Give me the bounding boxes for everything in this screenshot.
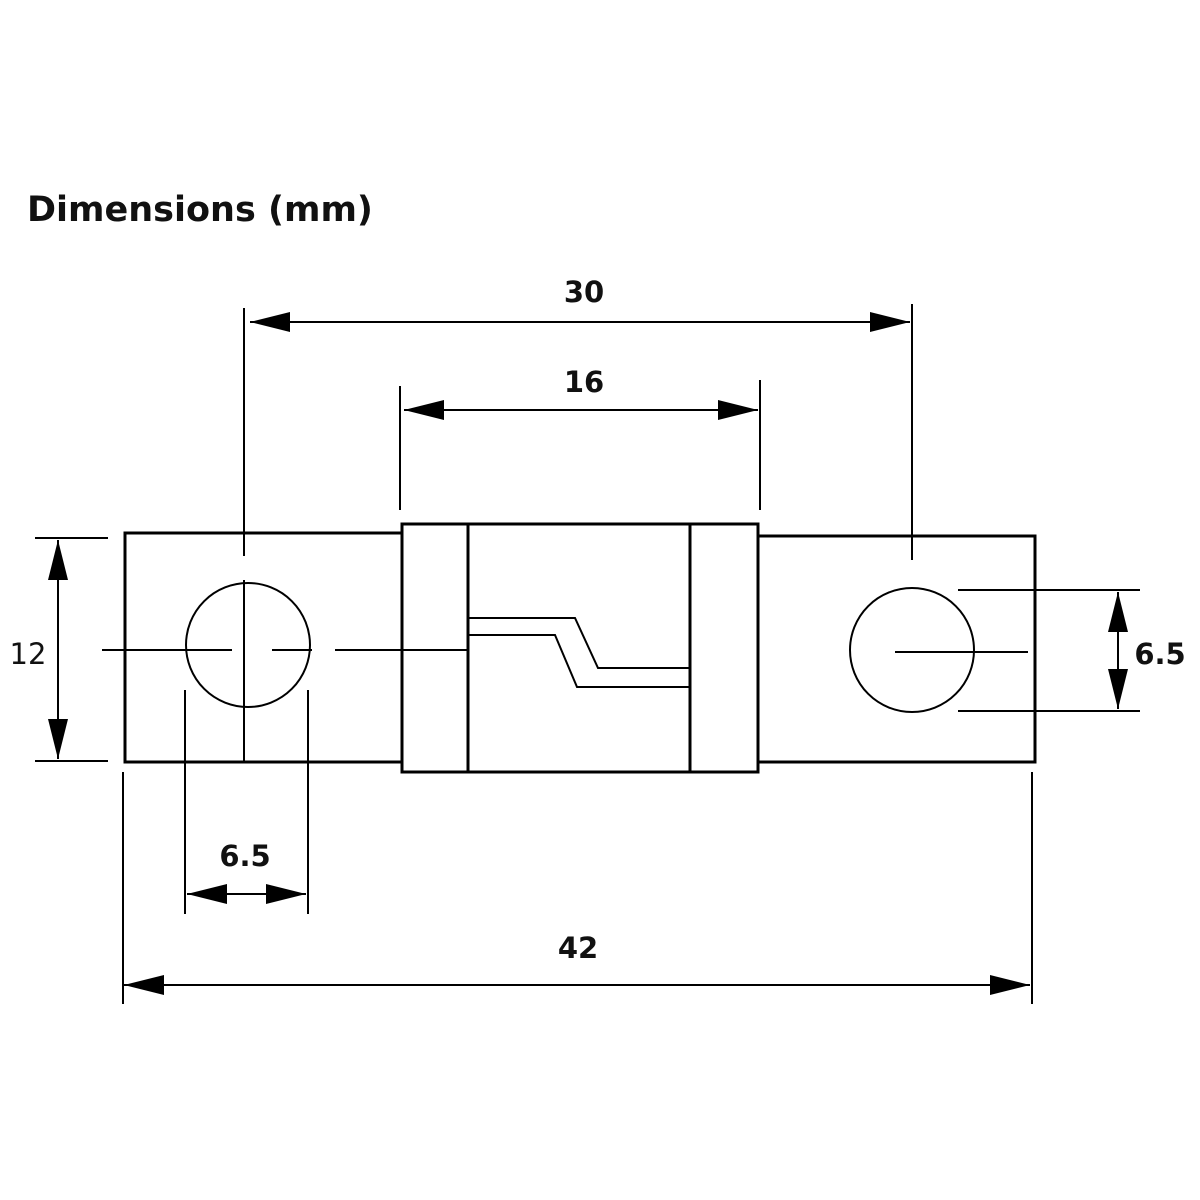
page-title: Dimensions (mm) <box>27 190 373 230</box>
right-terminal-tab <box>758 534 1037 764</box>
fuse-element-upper <box>468 617 690 669</box>
label-hole-left: 6.5 <box>219 839 270 873</box>
left-bolt-hole <box>185 582 311 708</box>
fuse-element-lower <box>468 634 690 688</box>
fuse-body <box>400 522 760 774</box>
label-30: 30 <box>564 275 604 309</box>
right-bolt-hole <box>849 587 975 713</box>
label-42: 42 <box>558 931 598 965</box>
label-16: 16 <box>564 365 604 399</box>
left-terminal-tab <box>123 531 402 764</box>
label-12: 12 <box>10 637 47 671</box>
label-hole-right: 6.5 <box>1134 637 1185 671</box>
